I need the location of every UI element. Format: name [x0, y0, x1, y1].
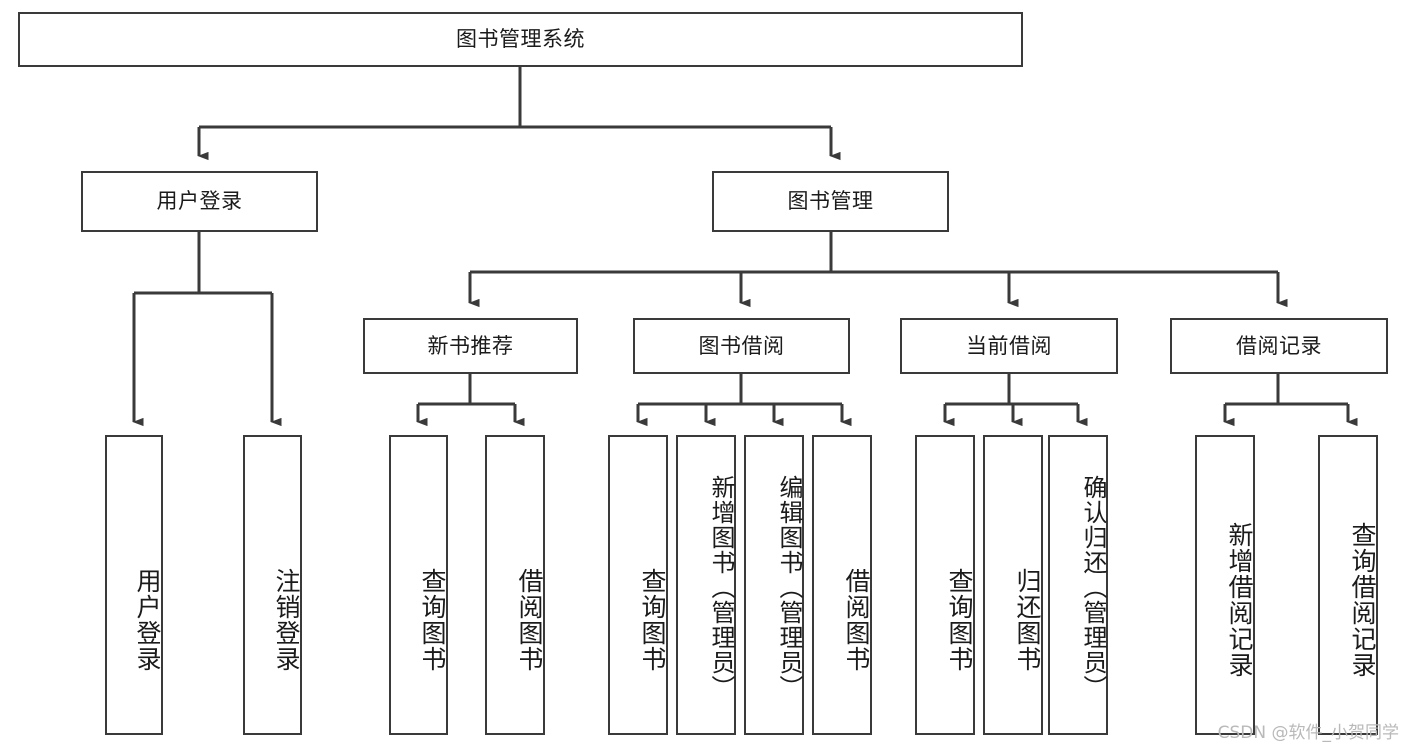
- node-leaf-user-login[interactable]: 用户登录: [105, 435, 163, 735]
- node-leaf-user-logout[interactable]: 注销登录: [243, 435, 302, 735]
- node-user-login[interactable]: 用户登录: [81, 171, 318, 232]
- node-leaf-user-logout-label: 注销登录: [272, 568, 301, 672]
- node-new-book-recommend-label: 新书推荐: [427, 333, 514, 358]
- edge-borrow-record-to-leaves: [1223, 374, 1358, 427]
- node-leaf-borrow-book-2[interactable]: 借阅图书: [812, 435, 872, 735]
- node-root-system-label: 图书管理系统: [456, 27, 585, 52]
- node-book-borrow-label: 图书借阅: [698, 333, 785, 358]
- node-user-login-label: 用户登录: [156, 189, 243, 214]
- node-leaf-edit-book-label: 编辑图书（管理员）: [775, 474, 803, 700]
- node-root-system[interactable]: 图书管理系统: [18, 12, 1023, 67]
- node-leaf-borrow-book-1-label: 借阅图书: [515, 568, 544, 672]
- node-borrow-record-label: 借阅记录: [1236, 333, 1322, 358]
- node-leaf-query-book-2-label: 查询图书: [638, 568, 667, 672]
- csdn-watermark: CSDN @软件_小贺同学: [1217, 723, 1399, 743]
- edge-user-login-to-leaves: [132, 232, 282, 427]
- node-leaf-query-book-1-label: 查询图书: [418, 568, 447, 672]
- node-leaf-return-book[interactable]: 归还图书: [983, 435, 1043, 735]
- node-leaf-query-book-1[interactable]: 查询图书: [389, 435, 448, 735]
- edge-book-management-to-level2: [468, 232, 1288, 308]
- edge-root-to-level1: [197, 67, 841, 161]
- node-leaf-query-record[interactable]: 查询借阅记录: [1318, 435, 1378, 735]
- node-leaf-add-record[interactable]: 新增借阅记录: [1195, 435, 1255, 735]
- node-leaf-borrow-book-1[interactable]: 借阅图书: [485, 435, 545, 735]
- node-leaf-add-record-label: 新增借阅记录: [1225, 522, 1254, 678]
- node-book-management-label: 图书管理: [787, 189, 874, 214]
- node-leaf-confirm-return-label: 确认归还（管理员）: [1079, 474, 1107, 700]
- edge-current-borrow-to-leaves: [943, 374, 1088, 427]
- node-leaf-edit-book[interactable]: 编辑图书（管理员）: [744, 435, 804, 735]
- node-leaf-add-book-label: 新增图书（管理员）: [707, 474, 735, 700]
- edge-new-book-recommend-to-leaves: [416, 374, 525, 427]
- node-book-borrow[interactable]: 图书借阅: [633, 318, 850, 374]
- node-leaf-query-record-label: 查询借阅记录: [1348, 522, 1377, 678]
- node-leaf-query-book-2[interactable]: 查询图书: [608, 435, 668, 735]
- node-borrow-record[interactable]: 借阅记录: [1170, 318, 1388, 374]
- node-leaf-add-book[interactable]: 新增图书（管理员）: [676, 435, 736, 735]
- edge-book-borrow-to-leaves: [636, 374, 852, 427]
- node-leaf-confirm-return[interactable]: 确认归还（管理员）: [1048, 435, 1108, 735]
- node-book-management[interactable]: 图书管理: [712, 171, 949, 232]
- node-leaf-query-book-3-label: 查询图书: [945, 568, 974, 672]
- node-current-borrow[interactable]: 当前借阅: [900, 318, 1118, 374]
- node-leaf-return-book-label: 归还图书: [1013, 568, 1042, 672]
- node-leaf-user-login-label: 用户登录: [133, 568, 162, 672]
- node-new-book-recommend[interactable]: 新书推荐: [363, 318, 578, 374]
- node-leaf-query-book-3[interactable]: 查询图书: [915, 435, 975, 735]
- node-current-borrow-label: 当前借阅: [966, 333, 1052, 358]
- node-leaf-borrow-book-2-label: 借阅图书: [842, 568, 871, 672]
